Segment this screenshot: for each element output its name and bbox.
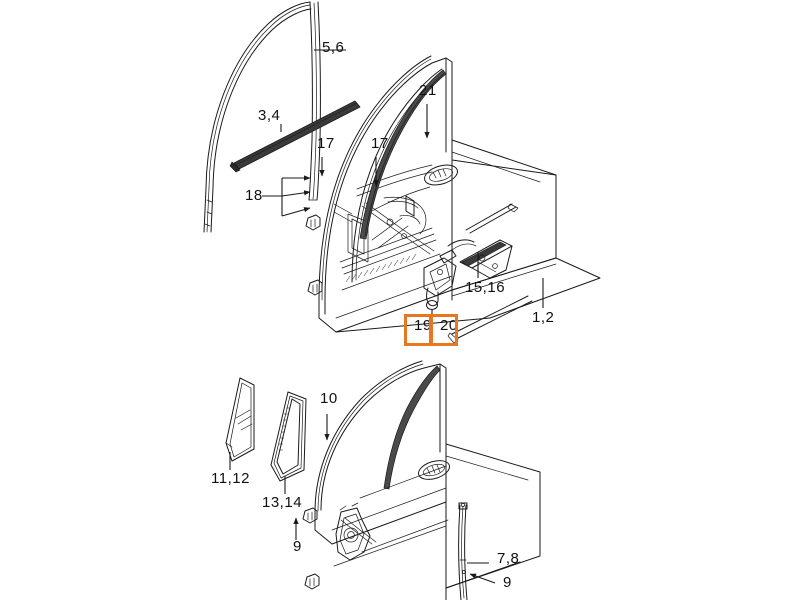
label-9b: 9 [503, 574, 512, 591]
part-11-12-door-glass [225, 377, 255, 462]
highlight-box-19[interactable] [404, 314, 432, 346]
part-15-16-window-regulator [439, 203, 519, 279]
label-11-12: 11,12 [211, 470, 250, 487]
label-15-16: 15,16 [465, 279, 505, 296]
label-3-4: 3,4 [258, 107, 280, 124]
part-13-14-glass-seal [270, 391, 307, 482]
label-20: 20 [440, 317, 458, 334]
label-1-2: 1,2 [532, 309, 554, 326]
label-7-8: 7,8 [497, 550, 519, 567]
label-17a: 17 [317, 135, 335, 152]
part-3-4-belt-weatherstrip [229, 100, 361, 173]
part-21-glass-run [359, 69, 447, 240]
label-9a: 9 [293, 538, 302, 555]
label-13-14: 13,14 [262, 494, 302, 511]
part-1-2-lower-rail [447, 295, 533, 344]
highlight-box-20[interactable] [430, 314, 458, 346]
label-19: 19 [414, 317, 432, 334]
leader-18-group [262, 175, 311, 217]
part-lower-door-assembly [302, 360, 541, 600]
part-19-20-regulator-motor [423, 257, 457, 310]
leader-9b [469, 573, 496, 584]
part-1-2-door-assembly [305, 55, 601, 333]
label-10: 10 [320, 390, 338, 407]
label-17b: 17 [371, 135, 389, 152]
part-7-8-door-seal [458, 502, 468, 600]
label-5-6: 5,6 [322, 39, 344, 56]
label-18: 18 [245, 187, 263, 204]
label-21: 21 [419, 82, 437, 99]
